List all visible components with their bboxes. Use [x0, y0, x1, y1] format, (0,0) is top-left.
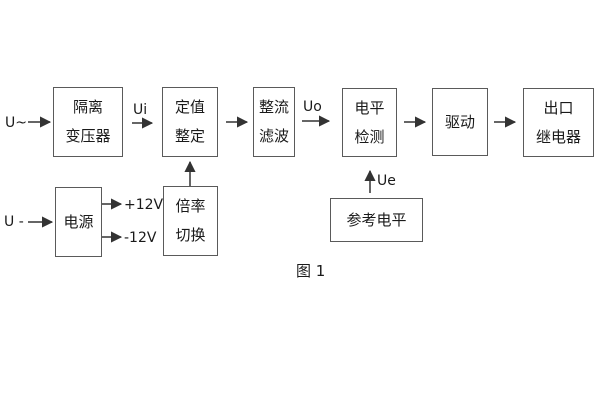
- label-ac-input: U~: [5, 115, 27, 131]
- block-setting-adjust: 定值 整定: [162, 87, 218, 157]
- label-ue-signal: Ue: [377, 173, 396, 189]
- block-label-line: 隔离: [72, 98, 103, 116]
- block-label-line: 出口: [543, 98, 574, 117]
- block-label-line: 变压器: [65, 127, 111, 145]
- block-level-detect: 电平 检测: [342, 88, 397, 157]
- block-power-supply: 电源: [55, 187, 102, 257]
- block-multiplier-switch: 倍率 切换: [163, 186, 218, 256]
- block-label-line: 滤波: [258, 127, 289, 145]
- block-label-line: 定值: [174, 98, 205, 116]
- block-label-line: 倍率: [175, 197, 206, 215]
- block-label-line: 切换: [175, 226, 206, 244]
- block-label-line: 检测: [354, 127, 385, 146]
- block-label-line: 继电器: [535, 127, 581, 146]
- label-ui-signal: Ui: [133, 102, 148, 118]
- block-isolation-transformer: 隔离 变压器: [53, 87, 123, 157]
- block-label-line: 电平: [354, 98, 385, 117]
- block-label-line: 整定: [174, 127, 205, 145]
- label-minus-12v: -12V: [124, 230, 157, 246]
- block-label-line: 电源: [63, 212, 94, 231]
- block-drive: 驱动: [432, 88, 488, 156]
- block-label-line: 参考电平: [346, 210, 407, 229]
- block-label-line: 整流: [258, 98, 289, 116]
- label-dc-input: U -: [4, 214, 24, 230]
- block-output-relay: 出口 继电器: [523, 88, 594, 157]
- label-plus-12v: +12V: [124, 197, 164, 213]
- label-uo-signal: Uo: [303, 99, 322, 115]
- block-label-line: 驱动: [444, 112, 475, 131]
- block-rectifier-filter: 整流 滤波: [253, 87, 295, 157]
- figure-caption: 图 1: [296, 262, 326, 280]
- block-reference-level: 参考电平: [330, 198, 423, 242]
